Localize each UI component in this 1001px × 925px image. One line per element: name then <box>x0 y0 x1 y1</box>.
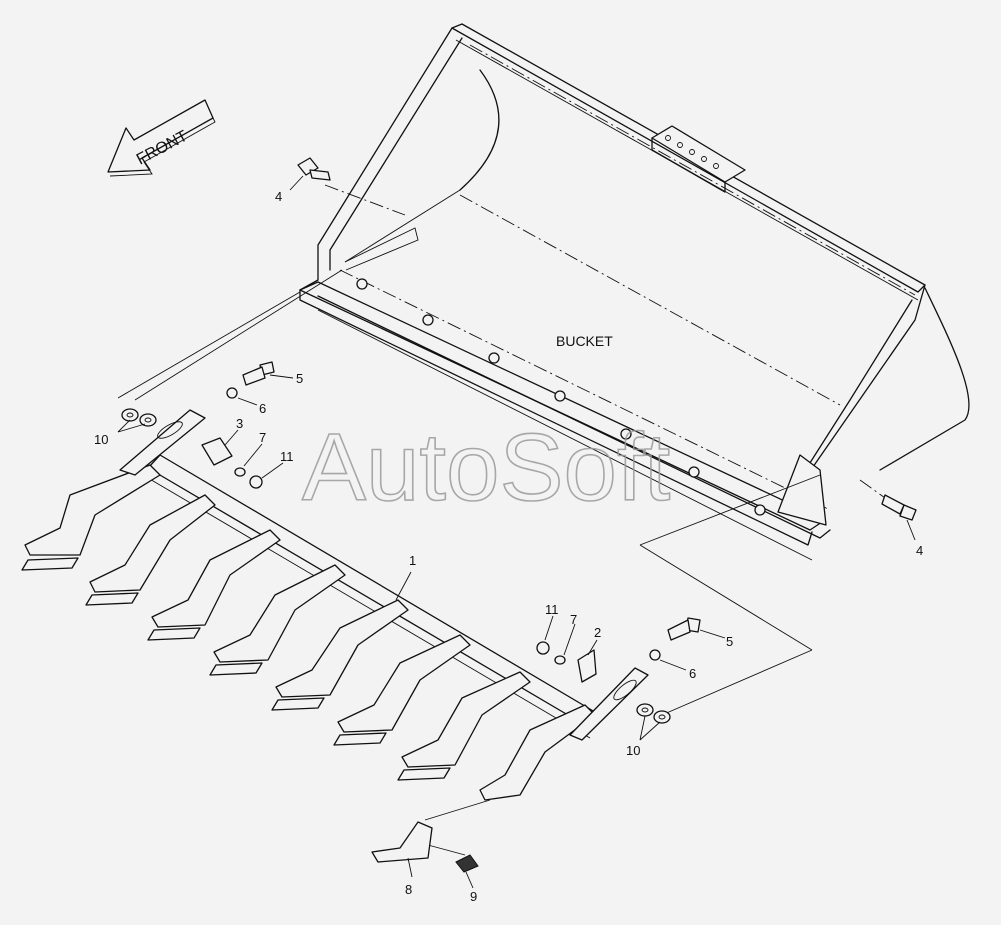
tooth-shank <box>85 494 216 606</box>
callout-6: 6 <box>689 666 696 681</box>
edge-bolt-heads <box>356 278 766 516</box>
nut-11-left <box>249 475 263 489</box>
callout-10: 10 <box>626 743 640 758</box>
callout-4: 4 <box>275 189 282 204</box>
callout-5: 5 <box>726 634 733 649</box>
callout-2: 2 <box>594 625 601 640</box>
bolt-right <box>881 494 917 521</box>
assembly-lines <box>117 184 896 856</box>
callout-9: 9 <box>470 889 477 904</box>
tooth-shank <box>147 529 281 641</box>
callout-6: 6 <box>259 401 266 416</box>
nut-6-left <box>226 387 238 399</box>
tooth-shank <box>479 704 596 801</box>
tooth-shank <box>21 464 161 571</box>
tooth-shank <box>209 564 346 676</box>
front-arrow: FRONT <box>107 99 216 177</box>
callout-7: 7 <box>570 612 577 627</box>
callout-4: 4 <box>916 543 923 558</box>
tooth-shank <box>271 599 409 711</box>
tooth-bar-assembly <box>21 409 649 801</box>
callout-leaders <box>117 175 916 889</box>
watermark: AutoSoft <box>302 414 670 521</box>
callout-numbers: 4 4 5 5 6 6 10 10 3 7 7 11 11 2 1 8 9 <box>94 189 923 904</box>
hole-row <box>665 135 719 169</box>
callout-7: 7 <box>259 430 266 445</box>
bolt-5-left <box>242 361 275 386</box>
bucket-label: BUCKET <box>556 333 613 349</box>
bolt-5-right <box>667 617 701 641</box>
bolt-top-left <box>297 157 331 181</box>
tooth-shank <box>397 671 531 781</box>
left-end-plate <box>119 409 206 476</box>
tooth-shank <box>333 634 471 746</box>
washer-7-left <box>234 467 246 477</box>
washers-10-right <box>636 703 671 724</box>
callout-3: 3 <box>236 416 243 431</box>
callout-5: 5 <box>296 371 303 386</box>
callout-11: 11 <box>280 449 294 464</box>
callout-1: 1 <box>409 553 416 568</box>
bucket-assembly: BUCKET <box>299 23 970 561</box>
clip-3 <box>201 437 233 466</box>
tooth-pin <box>455 854 479 873</box>
callout-11: 11 <box>545 602 559 617</box>
nut-6-right <box>649 649 661 661</box>
callout-8: 8 <box>405 882 412 897</box>
tooth-tip <box>371 821 433 863</box>
right-end-plate <box>569 667 649 741</box>
washers-10-left <box>121 408 157 427</box>
nut-11-right <box>536 641 550 655</box>
washer-7-right <box>554 655 566 665</box>
clip-2 <box>577 649 597 683</box>
callout-10: 10 <box>94 432 108 447</box>
